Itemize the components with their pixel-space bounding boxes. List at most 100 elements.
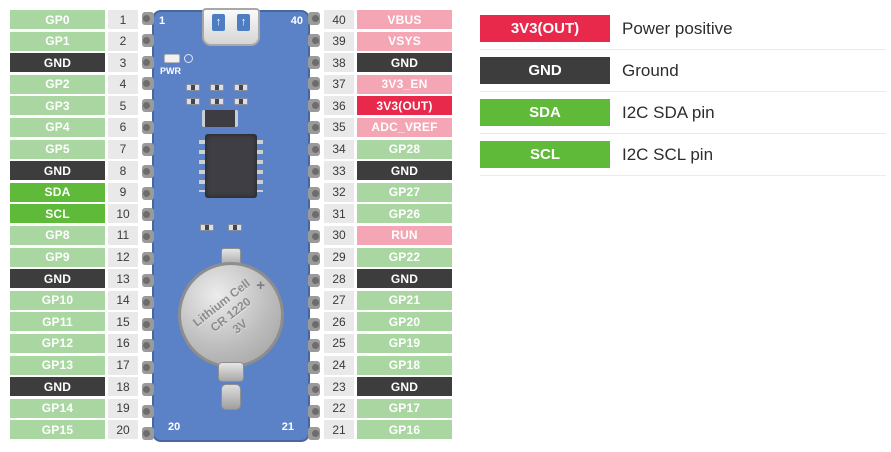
legend-row-3v3-out: 3V3(OUT)Power positive xyxy=(480,8,886,50)
pin-number-23: 23 xyxy=(324,377,354,397)
castellated-pin-pad xyxy=(308,33,320,47)
pin-label-gp3: GP3 xyxy=(10,96,105,116)
pin-label-vbus: VBUS xyxy=(357,10,452,29)
pin-label-gnd: GND xyxy=(357,53,452,73)
pin-label-gnd: GND xyxy=(10,161,105,181)
pin-number-31: 31 xyxy=(324,204,354,224)
pin-number-25: 25 xyxy=(324,333,354,353)
pin-number-29: 29 xyxy=(324,247,354,267)
castellated-pin-pad xyxy=(308,208,320,222)
castellated-pin-pad xyxy=(142,426,154,440)
castellated-pin-pad xyxy=(308,404,320,418)
pin-number-14: 14 xyxy=(108,290,138,310)
pin-label-gp14: GP14 xyxy=(10,398,105,418)
pin-number-1: 1 xyxy=(108,10,138,29)
castellated-pin-pad xyxy=(308,55,320,69)
smd-component xyxy=(234,84,248,91)
pin-number-30: 30 xyxy=(324,225,354,245)
pin-label-gp27: GP27 xyxy=(357,182,452,202)
smd-component xyxy=(210,98,224,105)
castellated-pin-pad xyxy=(308,339,320,353)
pin-number-32: 32 xyxy=(324,182,354,202)
legend-description: I2C SDA pin xyxy=(622,102,715,122)
pin-number-6: 6 xyxy=(108,117,138,137)
castellated-pin-pad xyxy=(142,142,154,156)
pin-number-26: 26 xyxy=(324,312,354,332)
legend-label-gnd: GND xyxy=(480,57,610,84)
pin-label-gp26: GP26 xyxy=(357,204,452,224)
usb-arrow-icon: ↑ xyxy=(212,14,225,31)
pin-number-11: 11 xyxy=(108,225,138,245)
castellated-pin-pad xyxy=(308,230,320,244)
pin-number-28: 28 xyxy=(324,269,354,289)
pin-number-20: 20 xyxy=(108,420,138,440)
pin-label-gp12: GP12 xyxy=(10,333,105,353)
battery-plus-mark: + xyxy=(256,277,265,294)
pin-label-gp5: GP5 xyxy=(10,139,105,159)
battery-tab-bottom xyxy=(221,384,241,410)
pin-number-39: 39 xyxy=(324,31,354,51)
pin-label-gp22: GP22 xyxy=(357,247,452,267)
pin-number-38: 38 xyxy=(324,53,354,73)
castellated-pin-pad xyxy=(142,361,154,375)
pin-number-7: 7 xyxy=(108,139,138,159)
castellated-pin-pad xyxy=(142,383,154,397)
pin-number-19: 19 xyxy=(108,398,138,418)
castellated-edge-right xyxy=(308,12,320,440)
castellated-pin-pad xyxy=(308,317,320,331)
usb-connector: ↑ ↑ xyxy=(202,8,260,46)
legend-description: I2C SCL pin xyxy=(622,144,714,164)
pin-number-3: 3 xyxy=(108,53,138,73)
pin-label-gp2: GP2 xyxy=(10,74,105,94)
castellated-pin-pad xyxy=(142,230,154,244)
pin-label-gp20: GP20 xyxy=(357,312,452,332)
corner-pin-40: 40 xyxy=(290,15,303,27)
pin-number-34: 34 xyxy=(324,139,354,159)
legend-description: Power positive xyxy=(622,18,733,38)
pin-label-gnd: GND xyxy=(10,269,105,289)
pin-number-37: 37 xyxy=(324,74,354,94)
pin-number-40: 40 xyxy=(324,10,354,29)
castellated-edge-left xyxy=(142,12,154,440)
pin-number-13: 13 xyxy=(108,269,138,289)
regulator-mark-icon xyxy=(184,54,193,63)
pin-label-gp4: GP4 xyxy=(10,117,105,137)
castellated-pin-pad xyxy=(142,339,154,353)
castellated-pin-pad xyxy=(308,273,320,287)
pin-number-36: 36 xyxy=(324,96,354,116)
castellated-pin-pad xyxy=(142,186,154,200)
castellated-pin-pad xyxy=(308,77,320,91)
pin-label-gp1: GP1 xyxy=(10,31,105,51)
castellated-pin-pad xyxy=(308,142,320,156)
pin-label-gnd: GND xyxy=(357,377,452,397)
castellated-pin-pad xyxy=(142,317,154,331)
smd-component xyxy=(228,224,242,231)
pin-number-15: 15 xyxy=(108,312,138,332)
pin-number-33: 33 xyxy=(324,161,354,181)
smd-component xyxy=(186,98,200,105)
legend-label-scl: SCL xyxy=(480,141,610,168)
pin-label-sda: SDA xyxy=(10,182,105,202)
